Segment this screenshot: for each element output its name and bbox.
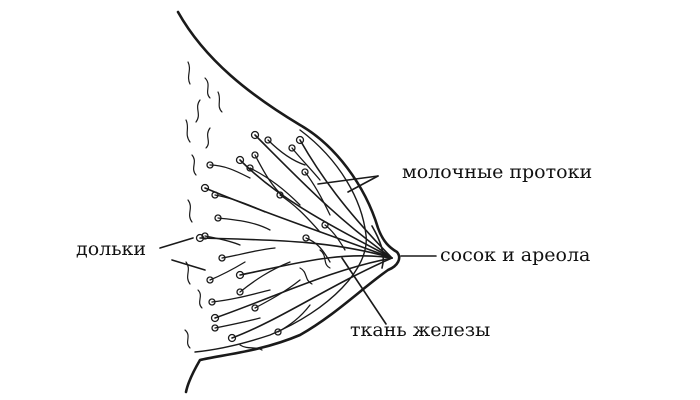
gland-border [194, 129, 367, 353]
pointer-ducts-1 [317, 175, 379, 185]
label-lobules: дольки [76, 238, 147, 260]
fat-tissue-squiggles [184, 61, 331, 351]
pointer-lobules-2 [171, 259, 206, 271]
label-milk-ducts: молочные протоки [402, 161, 593, 183]
pointer-tissue [341, 257, 387, 325]
label-nipple-areola: сосок и ареола [440, 244, 591, 266]
lobules [195, 130, 329, 343]
pointer-lobules-1 [159, 237, 194, 249]
breast-outline [176, 10, 401, 394]
pointer-lines [159, 175, 437, 325]
duct-branches [204, 139, 346, 333]
label-gland-tissue: ткань железы [350, 319, 491, 341]
milk-ducts [199, 134, 393, 339]
pointer-ducts-2 [347, 175, 379, 193]
